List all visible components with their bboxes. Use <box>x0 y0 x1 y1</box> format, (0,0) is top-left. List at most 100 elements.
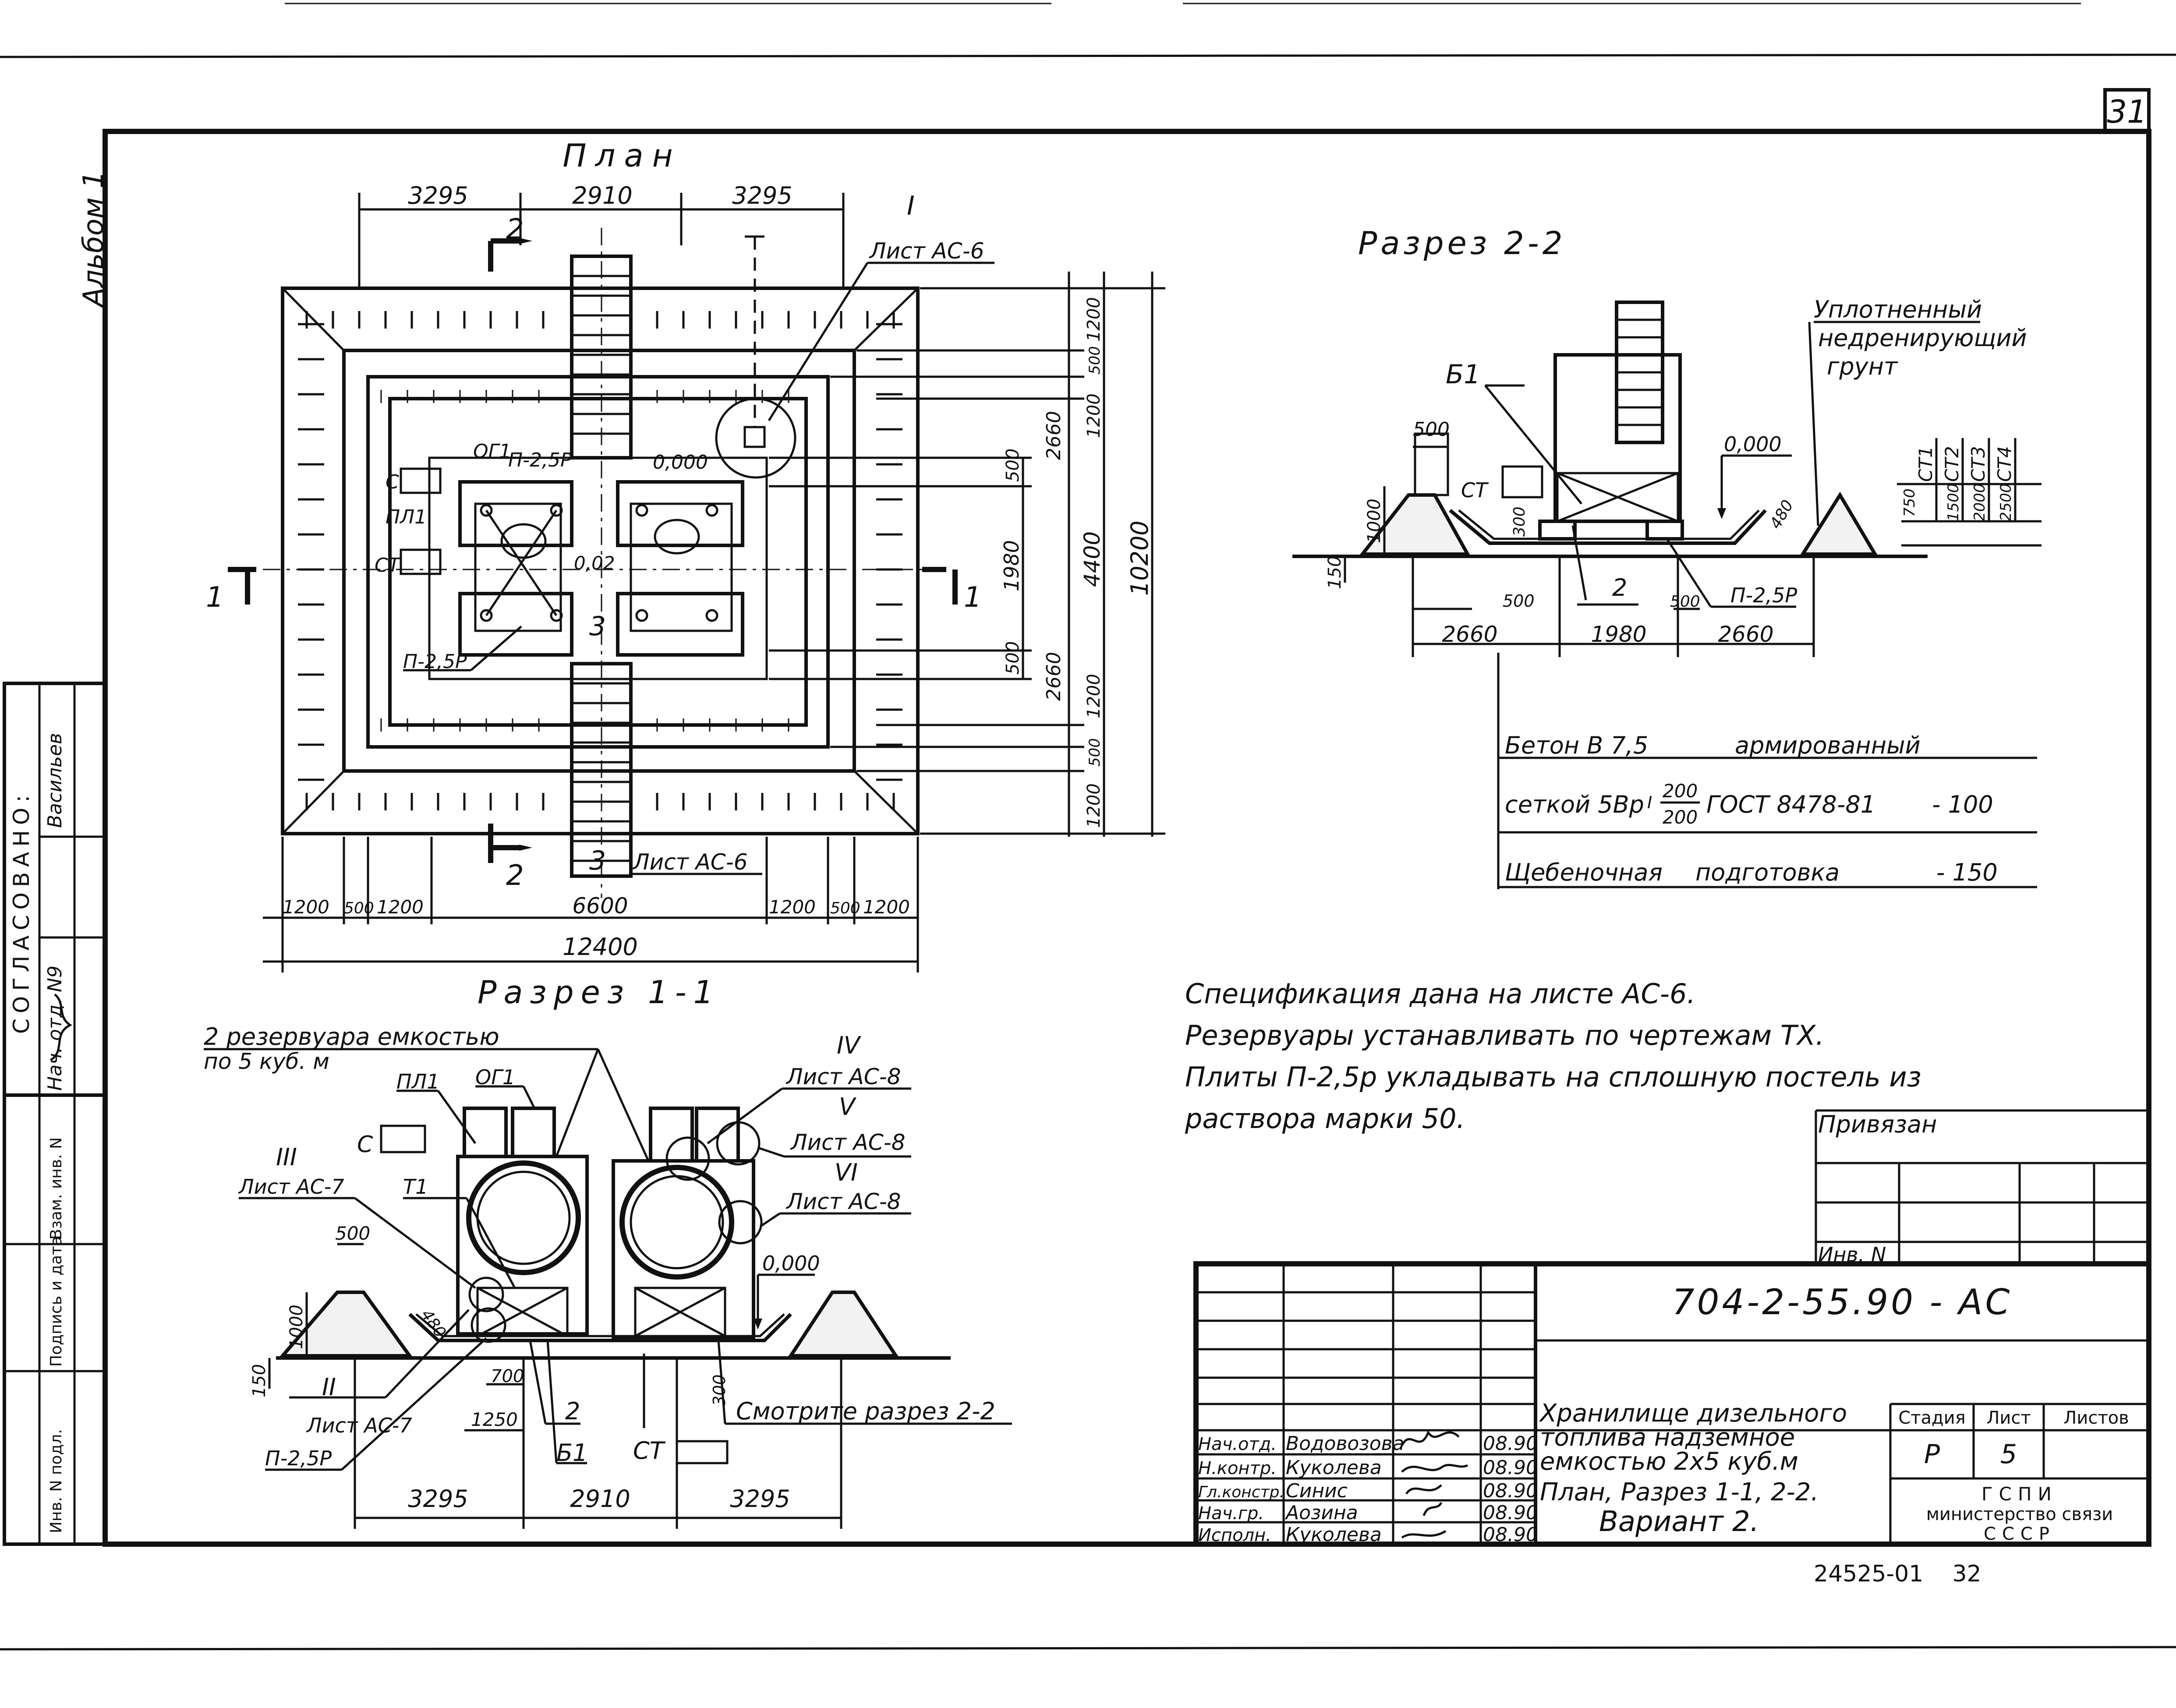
sec11-d300: 300 <box>710 1374 729 1406</box>
sec11-d700: 700 <box>491 1366 524 1386</box>
plan-dim-r-2: 500 <box>1086 346 1104 375</box>
sec22-ct-dim1: 750 <box>1901 488 1918 517</box>
layer-1-desc: армированный <box>1735 732 1921 759</box>
sec11-b1: Б1 <box>556 1439 587 1467</box>
sec22-soil-2: недренирующий <box>1818 324 2027 352</box>
plan-dim-top-3: 3295 <box>732 182 792 209</box>
plan-label-c: С <box>386 471 399 493</box>
footer-code: 24525-01 32 <box>1814 1561 1981 1587</box>
role-4: Нач.гр. <box>1198 1503 1264 1524</box>
plan-dim-r-5: 4400 <box>1079 531 1105 587</box>
layer-3-material: Щебеночная <box>1505 859 1663 886</box>
layer-2-desc: ГОСТ 8478-81 <box>1706 791 1875 818</box>
note-2: Резервуары устанавливать по чертежам ТХ. <box>1185 1019 1824 1051</box>
sec11-pl1: ПЛ1 <box>396 1070 439 1093</box>
role-1-name: Водовозова <box>1286 1432 1405 1455</box>
sec22-d480: 480 <box>1766 497 1797 532</box>
sec11-ii: II <box>322 1373 336 1401</box>
role-2-name: Куколева <box>1286 1457 1382 1479</box>
sec11-level0: 0,000 <box>762 1252 820 1275</box>
sec11-ct: СТ <box>633 1437 666 1464</box>
sec11-mark2: 2 <box>565 1397 580 1425</box>
sec11-t1: Т1 <box>403 1175 428 1199</box>
sec22-d500a: 500 <box>1503 591 1535 611</box>
sec11-iv: IV <box>837 1032 862 1059</box>
sec22-soil-3: грунт <box>1827 353 1898 380</box>
sec22-dim-2: 1980 <box>1591 622 1646 647</box>
plan-label-level0: 0,000 <box>653 451 708 474</box>
sec11-title: Разрез 1-1 <box>478 974 721 1011</box>
role-2-date: 08.90 <box>1483 1457 1538 1479</box>
sec22-title: Разрез 2-2 <box>1358 225 1566 262</box>
stamp-agreed: СОГЛАСОВАНО: <box>9 790 34 1034</box>
sheets-header: Листов <box>2063 1408 2129 1428</box>
role-4-name: Аозина <box>1284 1502 1358 1524</box>
sheet-name-2: Вариант 2. <box>1599 1506 1759 1538</box>
layer-2-den: 200 <box>1663 806 1698 828</box>
layer-2-value: - 100 <box>1932 791 1993 818</box>
plan-callout-3: 3 <box>589 611 606 642</box>
plan-dim-r-8: 500 <box>1086 738 1104 767</box>
plan-dim-r-3: 1200 <box>1084 393 1104 438</box>
stage-value: Р <box>1924 1439 1940 1470</box>
sec22-drawing <box>1292 301 2042 657</box>
sec11-d150: 150 <box>249 1364 269 1397</box>
org-1: ГСПИ <box>1981 1483 2058 1505</box>
privyazan-title: Привязан <box>1818 1110 1937 1138</box>
sec22-ct-dim4: 2500 <box>1997 483 2015 521</box>
sec11-dim-2: 2910 <box>570 1485 630 1513</box>
layer-1-material: Бетон В 7,5 <box>1505 732 1648 759</box>
plan-callout-3-sheet: Лист АС-6 <box>632 849 748 875</box>
plan-dim-r-4: 2660 <box>1043 411 1065 460</box>
org-2: министерство связи <box>1926 1504 2113 1524</box>
org-3: СССР <box>1984 1524 2056 1544</box>
sec22-d150: 150 <box>1325 556 1345 589</box>
plan-sec2-top: 2 <box>506 213 524 246</box>
sec22-level0: 0,000 <box>1724 432 1782 456</box>
role-4-date: 08.90 <box>1483 1502 1538 1524</box>
stamp-replace-inv: Взам. инв. N <box>47 1137 65 1240</box>
sec22-layers <box>1497 653 2037 889</box>
sec11-iii-sheet: Лист АС-7 <box>238 1175 344 1199</box>
plan-callout-i: I <box>907 191 915 221</box>
sec11-tank-note-2: по 5 куб. м <box>204 1049 329 1074</box>
plan-dim-r-total: 10200 <box>1126 520 1153 596</box>
stamp-sign-date: Подпись и дата <box>47 1236 65 1367</box>
sec22-ct-dim3: 2000 <box>1971 483 1988 521</box>
sec11-d1250: 1250 <box>471 1409 518 1430</box>
plan-dim-b-6: 500 <box>830 899 860 917</box>
plan-dim-r-inner-3: 500 <box>1003 641 1023 675</box>
role-1-date: 08.90 <box>1483 1432 1538 1455</box>
layer-3-value: - 150 <box>1936 859 1998 886</box>
plan-callout-3-bottom: 3 <box>589 845 606 876</box>
sec22-d500b: 500 <box>1670 593 1700 611</box>
sec11-v-sheet: Лист АС-8 <box>790 1130 906 1155</box>
sec22-mark2: 2 <box>1612 574 1627 601</box>
sec11-tank-note-1: 2 резервуара емкостью <box>204 1023 499 1050</box>
sec22-ct: СТ <box>1461 478 1489 502</box>
plan-dim-r-inner-2: 1980 <box>1000 540 1023 591</box>
note-3: Плиты П-2,5р укладывать на сплошную пост… <box>1185 1061 1921 1093</box>
sheet-header: Лист <box>1986 1408 2031 1428</box>
sec22-p25p: П-2,5Р <box>1730 583 1797 607</box>
sec22-d300: 300 <box>1511 506 1529 537</box>
plan-label-slope: 0,02 <box>574 552 615 574</box>
layer-3-desc: подготовка <box>1695 859 1840 886</box>
role-5-name: Куколева <box>1286 1524 1382 1546</box>
sec11-d1000: 1000 <box>287 1305 307 1349</box>
plan-dim-top-2: 2910 <box>572 182 632 209</box>
privyazan-box <box>1815 1109 2149 1264</box>
side-stamp <box>3 682 107 1546</box>
plan-dim-r-9: 1200 <box>1084 783 1104 828</box>
sec11-p25p: П-2,5Р <box>265 1446 332 1470</box>
plan-title: План <box>563 137 681 174</box>
plan-dim-b-1: 1200 <box>283 896 329 918</box>
sec22-ct2: СТ2 <box>1941 446 1963 482</box>
sec22-dim-1: 2660 <box>1442 622 1497 647</box>
sec22-ct1: СТ1 <box>1915 446 1936 482</box>
plan-bottom-dims <box>263 837 919 972</box>
sec11-drawing <box>239 1048 1012 1529</box>
album-label: Альбом 1 <box>78 171 110 308</box>
plan-dim-b-5: 1200 <box>769 896 816 918</box>
title-block <box>1193 1261 2151 1547</box>
